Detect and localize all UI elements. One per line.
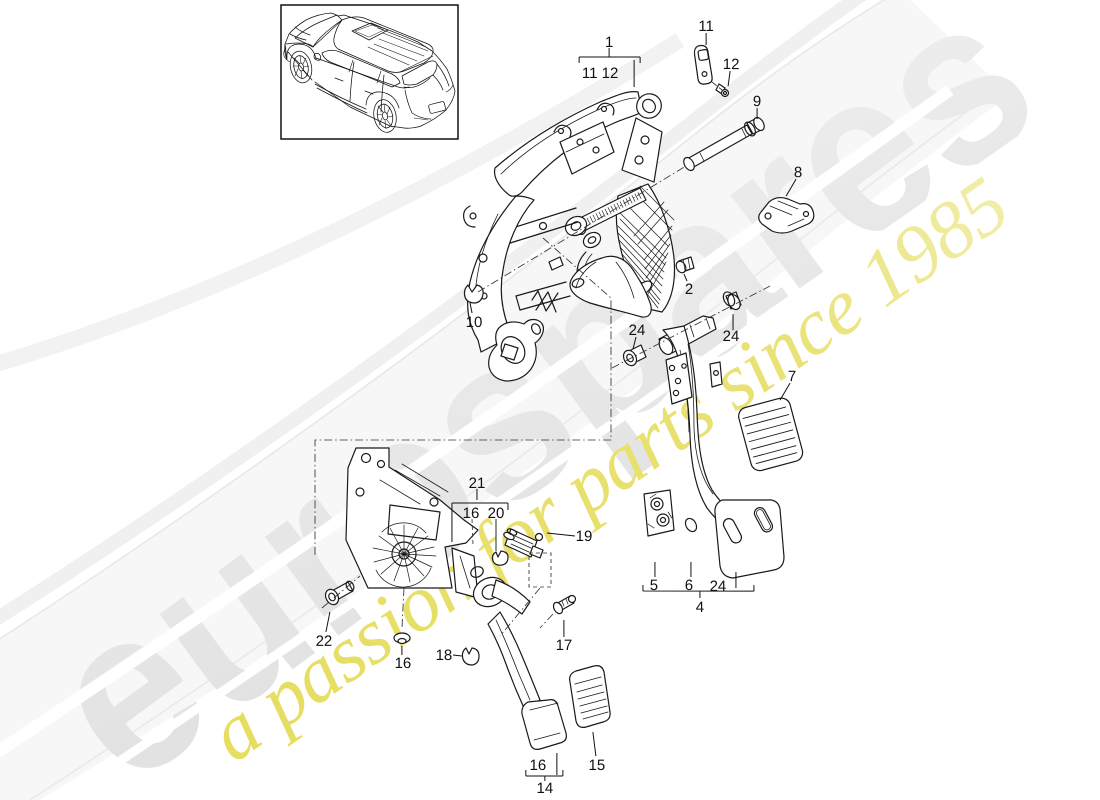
svg-text:7: 7 [788, 368, 796, 385]
svg-text:24: 24 [629, 322, 646, 339]
svg-text:11: 11 [698, 18, 714, 35]
svg-text:12: 12 [723, 56, 740, 73]
svg-text:20: 20 [488, 505, 505, 522]
svg-text:17: 17 [556, 637, 573, 654]
svg-text:8: 8 [794, 164, 802, 181]
svg-text:2: 2 [685, 281, 693, 298]
svg-text:24: 24 [710, 578, 727, 595]
svg-text:16: 16 [395, 655, 412, 672]
svg-text:21: 21 [469, 475, 486, 492]
svg-text:11 12: 11 12 [582, 65, 618, 82]
svg-text:16: 16 [530, 757, 547, 774]
svg-text:15: 15 [589, 757, 606, 774]
svg-text:9: 9 [753, 93, 761, 110]
svg-text:10: 10 [466, 314, 483, 331]
svg-text:19: 19 [576, 528, 593, 545]
svg-text:4: 4 [696, 599, 704, 616]
svg-text:18: 18 [436, 647, 453, 664]
svg-text:5: 5 [650, 577, 658, 594]
svg-text:14: 14 [537, 780, 554, 797]
svg-text:16: 16 [463, 505, 480, 522]
svg-text:6: 6 [685, 577, 693, 594]
svg-text:22: 22 [316, 633, 333, 650]
svg-text:24: 24 [723, 328, 740, 345]
svg-text:1: 1 [605, 34, 613, 51]
